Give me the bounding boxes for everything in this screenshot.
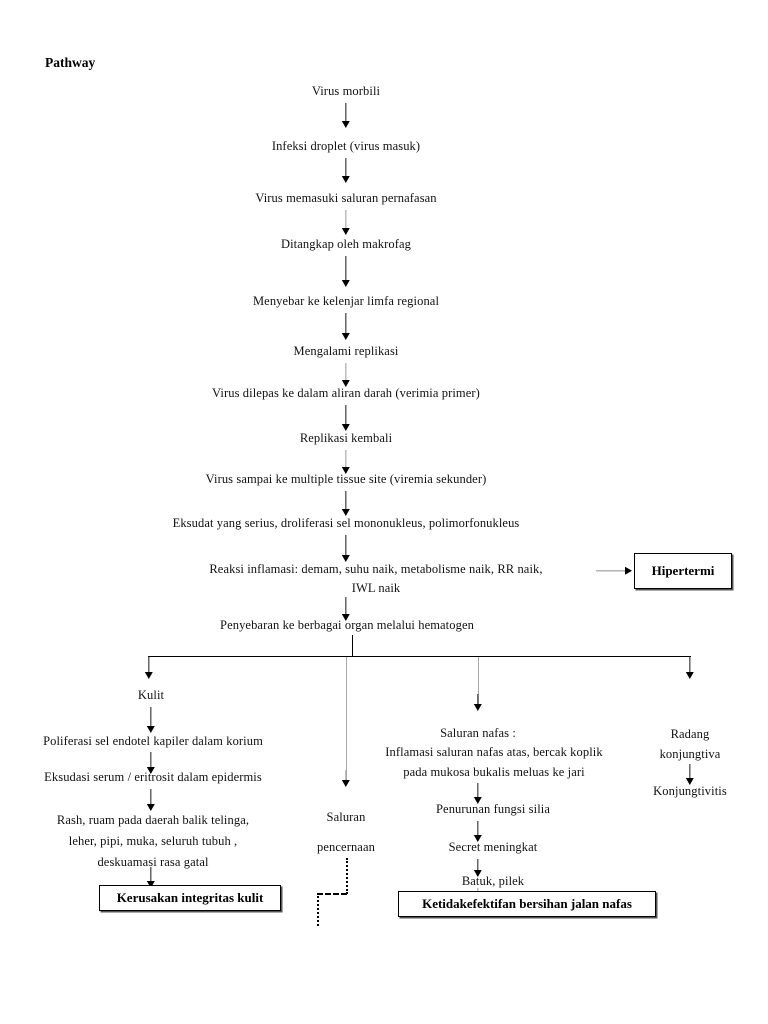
node-pencernaan: pencernaan bbox=[317, 840, 375, 854]
node-batuk-pilek: Batuk, pilek bbox=[461, 874, 525, 888]
node-mengalami-replikasi: Mengalami replikasi bbox=[293, 344, 399, 358]
box-hipertermi[interactable]: Hipertermi bbox=[634, 553, 732, 589]
node-eksudat-serius: Eksudat yang serius, droliferasi sel mon… bbox=[172, 516, 520, 530]
node-saluran: Saluran bbox=[326, 810, 366, 824]
node-virus-dilepas-aliran-darah: Virus dilepas ke dalam aliran darah (ver… bbox=[212, 386, 480, 400]
node-virus-morbili: Virus morbili bbox=[311, 84, 381, 98]
node-rash-ruam: Rash, ruam pada daerah balik telinga, le… bbox=[56, 813, 250, 869]
node-konjungtivitis: Konjungtivitis bbox=[653, 784, 727, 798]
node-secret-meningkat: Secret meningkat bbox=[448, 840, 538, 854]
page-title: Pathway bbox=[45, 55, 96, 70]
node-penyebaran-hematogen: Penyebaran ke berbagai organ melalui hem… bbox=[220, 618, 474, 632]
edge-branch-pencernaan-stem bbox=[346, 657, 348, 782]
node-ditangkap-oleh-makrofag: Ditangkap oleh makrofag bbox=[280, 237, 412, 251]
edge-dotted-pencernaan-vertical-1 bbox=[346, 858, 348, 894]
edge-dotted-pencernaan-horizontal bbox=[317, 893, 347, 895]
box-kerusakan-integritas-kulit[interactable]: Kerusakan integritas kulit bbox=[99, 885, 281, 911]
node-eksudasi-serum: Eksudasi serum / eritrosit dalam epiderm… bbox=[44, 770, 262, 784]
edge-branch-nafas-stem bbox=[478, 657, 480, 705]
box-ketidakefektifan-bersihan-jalan-nafas[interactable]: Ketidakefektifan bersihan jalan nafas bbox=[398, 891, 656, 917]
node-saluran-nafas-title: Saluran nafas : bbox=[440, 726, 516, 740]
branch-bus-drop bbox=[352, 635, 354, 657]
branch-bus-horizontal bbox=[148, 656, 691, 658]
node-virus-memasuki-saluran-pernafasan: Virus memasuki saluran pernafasan bbox=[255, 191, 437, 205]
edge-dotted-pencernaan-vertical-2 bbox=[317, 893, 319, 926]
node-penurunan-fungsi-silia: Penurunan fungsi silia bbox=[436, 802, 550, 816]
node-virus-multiple-tissue-site: Virus sampai ke multiple tissue site (vi… bbox=[205, 472, 487, 486]
node-poliferasi-endotel: Poliferasi sel endotel kapiler dalam kor… bbox=[43, 734, 263, 748]
node-reaksi-inflamasi: Reaksi inflamasi: demam, suhu naik, meta… bbox=[209, 562, 543, 595]
node-infeksi-droplet: Infeksi droplet (virus masuk) bbox=[271, 139, 421, 153]
node-replikasi-kembali: Replikasi kembali bbox=[299, 431, 393, 445]
node-radang-konjungtiva: Radang konjungtiva bbox=[659, 727, 721, 761]
node-menyebar-kelenjar-limfa: Menyebar ke kelenjar limfa regional bbox=[252, 294, 440, 308]
node-kulit: Kulit bbox=[137, 688, 165, 702]
node-inflamasi-saluran-nafas: Inflamasi saluran nafas atas, bercak kop… bbox=[385, 745, 603, 779]
